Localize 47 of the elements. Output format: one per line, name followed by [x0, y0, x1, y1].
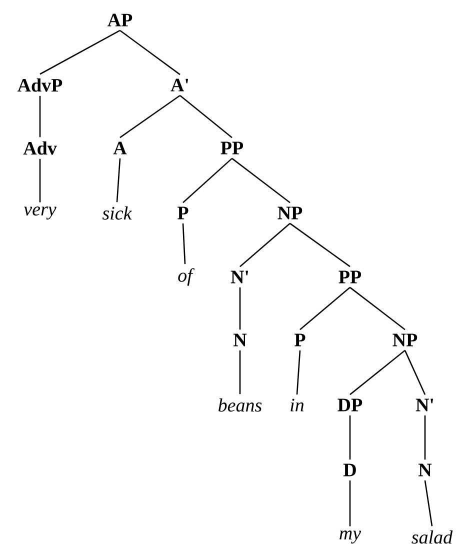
branch-line: [424, 480, 433, 526]
branch-line: [39, 158, 41, 202]
branch-line: [350, 350, 406, 396]
branch-line: [180, 94, 232, 138]
branch-line: [404, 350, 426, 395]
branch-line: [182, 158, 232, 204]
word-label: beans: [218, 398, 262, 412]
branch-line: [40, 30, 120, 75]
branch-line: [116, 158, 121, 202]
word-label: of: [178, 268, 195, 286]
word-label: in: [290, 398, 304, 412]
branch-line: [39, 96, 41, 138]
branch-line: [240, 222, 290, 268]
branch-line: [232, 158, 290, 204]
branch-line: [349, 415, 351, 460]
category-label: PP: [338, 270, 362, 284]
category-label: D: [343, 464, 356, 476]
category-label: A: [113, 142, 127, 154]
branch-line: [424, 415, 426, 460]
branch-line: [300, 286, 350, 330]
category-label: NP: [392, 334, 418, 346]
category-label: N': [230, 270, 248, 284]
category-label: N': [416, 398, 434, 412]
category-label: A': [170, 78, 188, 92]
category-label: P: [178, 206, 188, 220]
category-label: AdvP: [18, 78, 62, 92]
category-label: AP: [108, 14, 132, 26]
branch-line: [120, 30, 180, 76]
branch-line: [182, 223, 186, 264]
word-label: my: [340, 530, 362, 544]
branch-line: [296, 350, 301, 395]
category-label: P: [294, 334, 306, 346]
category-label: Adv: [23, 141, 57, 155]
category-label: NP: [278, 206, 302, 220]
category-label: N: [234, 334, 247, 346]
word-label: salad: [412, 530, 453, 544]
branch-line: [350, 286, 406, 330]
category-label: N: [418, 464, 432, 476]
branch-line: [239, 287, 241, 330]
branch-line: [120, 94, 180, 138]
word-label: very: [24, 206, 56, 220]
category-label: DP: [338, 398, 362, 412]
branch-line: [349, 480, 351, 526]
category-label: PP: [220, 142, 244, 154]
word-label: sick: [102, 206, 132, 220]
branch-line: [239, 350, 241, 394]
branch-line: [290, 222, 350, 268]
